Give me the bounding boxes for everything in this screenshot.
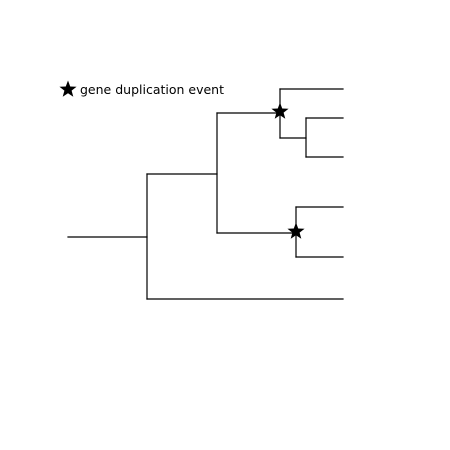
legend: gene duplication event bbox=[59, 80, 224, 97]
duplication-star-icon bbox=[271, 102, 289, 119]
duplication-star-icon bbox=[287, 222, 305, 239]
legend-label: gene duplication event bbox=[80, 82, 224, 97]
star-icon bbox=[59, 80, 77, 97]
